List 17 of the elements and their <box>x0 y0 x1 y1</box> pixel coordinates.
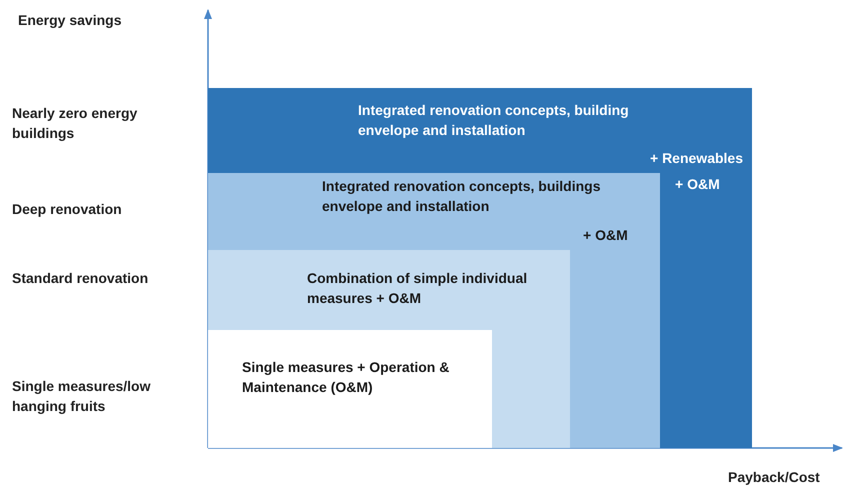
axis-label: Payback/Cost <box>728 468 821 487</box>
axis-label: Deep renovation <box>12 200 123 219</box>
region-text: Integrated renovation concepts, buildings envelope and installation <box>322 177 602 216</box>
region-text: Combination of simple individual measures + O&M <box>307 269 528 308</box>
axis-label: Single measures/low hanging fruits <box>12 377 152 416</box>
region-text: + O&M <box>675 175 721 194</box>
region-text: + O&M <box>583 226 629 245</box>
axis-label: Standard renovation <box>12 269 150 288</box>
nested-region <box>208 330 492 448</box>
nested-region <box>208 88 752 448</box>
region-text: Integrated renovation concepts, building envelope and installation <box>358 101 630 140</box>
nested-region <box>208 173 660 448</box>
region-text: + Renewables <box>649 149 743 168</box>
nested-region <box>208 250 570 448</box>
region-text: Single measures + Operation & Maintenance (O&M) <box>242 358 450 397</box>
axis-label: Energy savings <box>18 11 122 30</box>
axis-label: Nearly zero energy buildings <box>12 104 138 143</box>
